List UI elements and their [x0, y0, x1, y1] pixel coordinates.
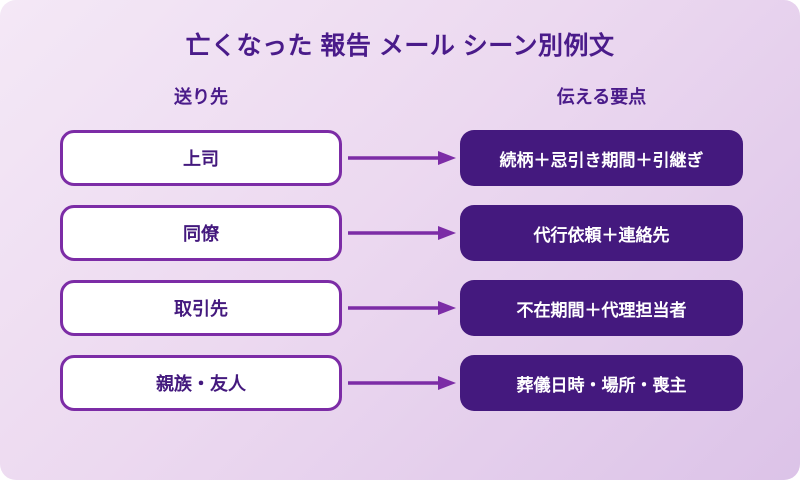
- column-header-recipients: 送り先: [174, 87, 228, 107]
- column-header-key-points: 伝える要点: [556, 87, 647, 107]
- diagram-row: 上司 続柄＋忌引き期間＋引継ぎ: [60, 130, 743, 186]
- recipient-box: 親族・友人: [60, 355, 342, 411]
- key-points-box: 葬儀日時・場所・喪主: [460, 355, 743, 411]
- right-arrow-icon: [342, 280, 460, 336]
- key-points-box: 不在期間＋代理担当者: [460, 280, 743, 336]
- recipient-box: 上司: [60, 130, 342, 186]
- diagram-row: 同僚 代行依頼＋連絡先: [60, 205, 743, 261]
- key-points-box: 続柄＋忌引き期間＋引継ぎ: [460, 130, 743, 186]
- right-arrow-icon: [342, 130, 460, 186]
- diagram-row: 取引先 不在期間＋代理担当者: [60, 280, 743, 336]
- diagram-rows: 上司 続柄＋忌引き期間＋引継ぎ 同僚 代行依頼＋連絡先 取引先: [60, 130, 743, 411]
- key-points-box: 代行依頼＋連絡先: [460, 205, 743, 261]
- recipient-box: 同僚: [60, 205, 342, 261]
- recipient-box: 取引先: [60, 280, 342, 336]
- right-arrow-icon: [342, 355, 460, 411]
- page-title: 亡くなった 報告 メール シーン別例文: [185, 32, 615, 60]
- diagram-row: 親族・友人 葬儀日時・場所・喪主: [60, 355, 743, 411]
- right-arrow-icon: [342, 205, 460, 261]
